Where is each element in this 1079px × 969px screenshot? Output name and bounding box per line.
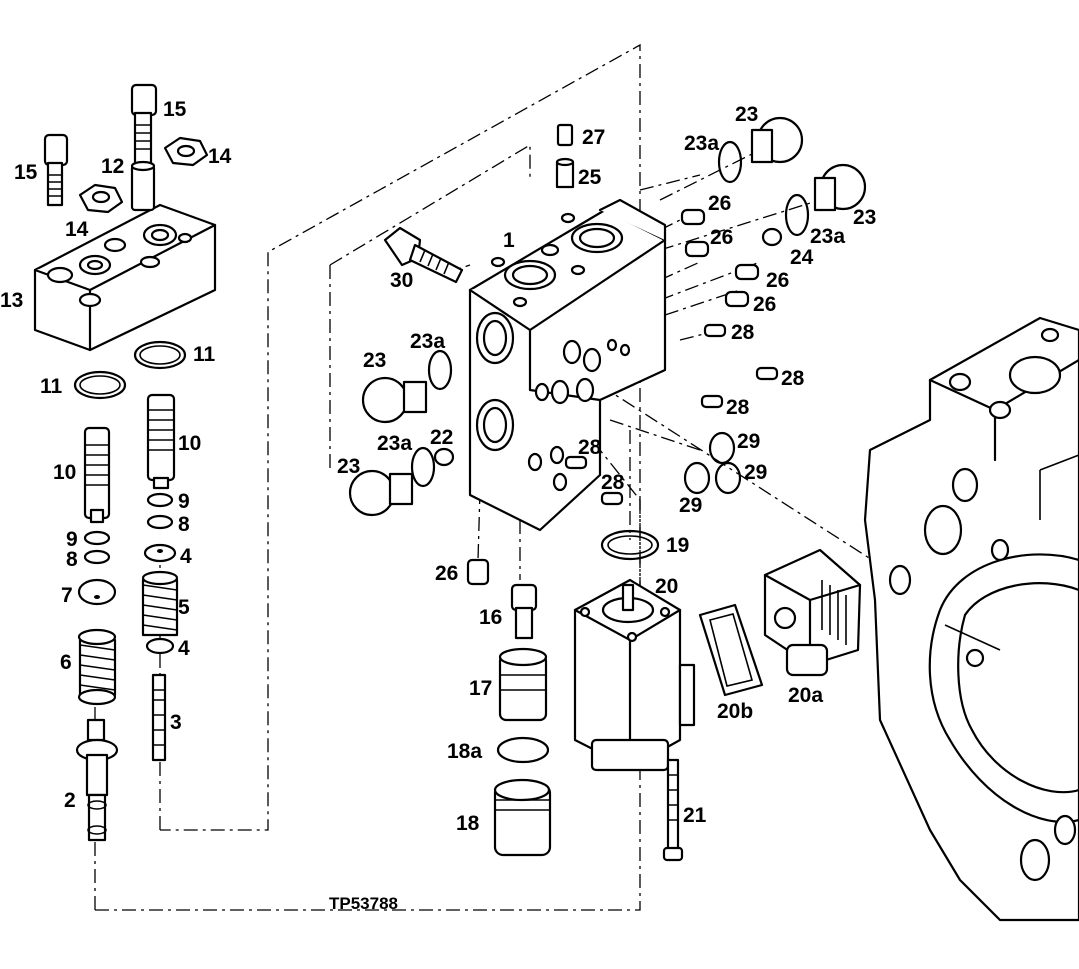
label-part-27: 27 (582, 126, 606, 149)
part-1-valve-housing (468, 198, 667, 532)
label-part-19: 19 (666, 534, 690, 557)
part-16-valve-spool (510, 583, 538, 640)
label-part-5: 5 (178, 596, 190, 619)
label-part-3: 3 (170, 711, 182, 734)
label-part-24: 24 (790, 246, 814, 269)
label-part-9: 9 (178, 490, 190, 513)
label-part-28: 28 (731, 321, 755, 344)
label-part-26: 26 (708, 192, 732, 215)
label-part-2: 2 (64, 789, 76, 812)
label-part-26: 26 (710, 226, 734, 249)
label-part-4: 4 (180, 545, 192, 568)
label-part-12: 12 (101, 155, 125, 178)
label-part-26: 26 (435, 562, 459, 585)
label-part-18a: 18a (447, 740, 483, 763)
label-part-23: 23 (363, 349, 387, 372)
label-part-26: 26 (753, 293, 777, 316)
label-part-10: 10 (178, 432, 202, 455)
label-part-8: 8 (66, 548, 78, 571)
label-part-28: 28 (781, 367, 805, 390)
label-part-23a: 23a (684, 132, 720, 155)
part-18a-oring (496, 736, 550, 764)
label-part-28: 28 (726, 396, 750, 419)
label-part-21: 21 (683, 804, 707, 827)
label-part-14: 14 (65, 218, 89, 241)
label-part-23a: 23a (377, 432, 413, 455)
part-20b-gasket (698, 603, 764, 697)
pump-housing (863, 316, 1079, 922)
part-19-oring (600, 529, 660, 561)
label-part-28: 28 (578, 436, 602, 459)
part-21-screw (662, 758, 684, 862)
label-part-20a: 20a (788, 684, 824, 707)
label-part-15: 15 (163, 98, 187, 121)
label-part-29: 29 (679, 494, 703, 517)
part-23-plugs (348, 116, 867, 517)
label-part-30: 30 (390, 269, 414, 292)
label-part-17: 17 (469, 677, 493, 700)
label-part-11: 11 (40, 375, 63, 398)
part-20-solenoid (573, 578, 696, 772)
part-12-sleeve (130, 160, 156, 212)
label-part-18: 18 (456, 812, 480, 835)
label-part-13: 13 (0, 289, 24, 312)
part-27-25-plugs (555, 123, 575, 189)
label-part-28: 28 (601, 471, 625, 494)
label-part-26: 26 (766, 269, 790, 292)
label-part-1: 1 (503, 229, 515, 252)
figure-reference: TP53788 (329, 894, 398, 913)
label-part-23a: 23a (810, 225, 846, 248)
label-part-6: 6 (60, 651, 72, 674)
part-17-sleeve (498, 647, 548, 722)
label-part-20: 20 (655, 575, 679, 598)
part-18-plug (493, 778, 552, 857)
label-part-23: 23 (853, 206, 877, 229)
label-part-22: 22 (430, 426, 454, 449)
label-part-11: 11 (193, 343, 216, 366)
left-spool-stack (75, 426, 119, 842)
label-part-7: 7 (61, 584, 73, 607)
part-20a-connector (763, 548, 862, 677)
label-part-23: 23 (735, 103, 759, 126)
label-part-14: 14 (208, 145, 232, 168)
label-part-23: 23 (337, 455, 361, 478)
label-part-23a: 23a (410, 330, 446, 353)
right-spool-stack (141, 393, 179, 762)
part-14-nuts (78, 136, 209, 214)
part-11-orings (73, 340, 187, 400)
part-26-plugs (466, 208, 760, 586)
label-part-16: 16 (479, 606, 503, 629)
label-part-10: 10 (53, 461, 77, 484)
part-13-cover-block (33, 203, 217, 352)
label-part-4: 4 (178, 637, 190, 660)
label-part-29: 29 (737, 430, 761, 453)
label-part-25: 25 (578, 166, 602, 189)
part-24-22-fittings (433, 227, 783, 467)
label-part-20b: 20b (717, 700, 754, 723)
label-part-9: 9 (66, 528, 78, 551)
part-30-bolt (383, 226, 464, 284)
part-28-orifices (564, 323, 779, 506)
part-23a-orings (410, 140, 810, 488)
part-29-orings (683, 431, 742, 495)
label-part-15: 15 (14, 161, 38, 184)
label-part-8: 8 (178, 513, 190, 536)
label-part-29: 29 (744, 461, 768, 484)
